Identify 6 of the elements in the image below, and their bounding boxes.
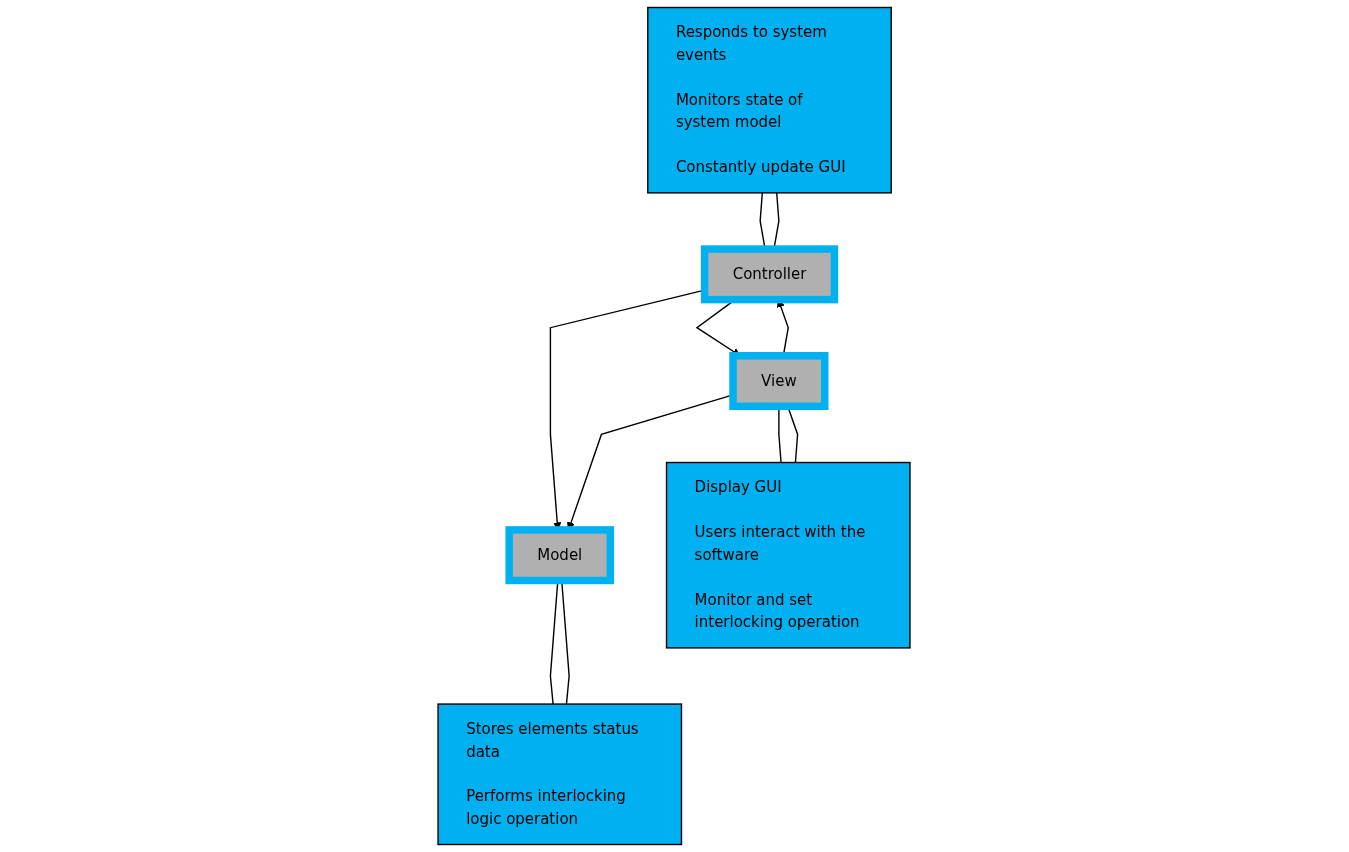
node-box: Stores elements status data Performs interlocking logic operation <box>437 703 683 846</box>
node-box: Display GUI Users interact with the software Monitor and set interlocking operation <box>666 461 912 649</box>
node-box: Responds to system events Monitors state of system model Constantly update GUI <box>647 6 893 194</box>
node-box: Model <box>505 526 615 585</box>
node-box: Controller <box>701 245 839 304</box>
node-box: View <box>729 352 829 411</box>
